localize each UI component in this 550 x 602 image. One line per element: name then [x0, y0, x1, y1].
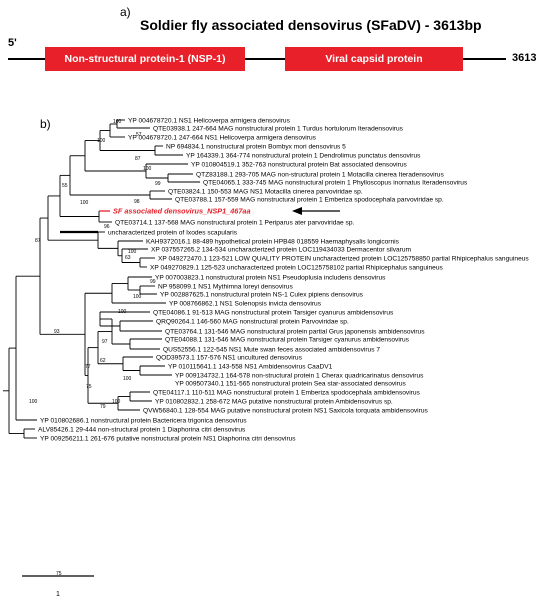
- bootstrap-value: 99: [155, 181, 161, 187]
- bootstrap-value: 100: [133, 294, 142, 300]
- bootstrap-value: 96: [104, 224, 110, 230]
- taxon-label: QTE03938.1 247-664 MAG nonstructural pro…: [153, 126, 404, 133]
- arrow-head-icon: [292, 207, 302, 215]
- tree-branches: [3, 119, 200, 439]
- genome-line: [8, 58, 506, 60]
- bootstrap-value: 87: [35, 238, 41, 244]
- taxon-label: YP 009507340.1 151-565 nonstructural pro…: [175, 381, 407, 388]
- taxon-label: YP 164339.1 364-774 nonstructural protei…: [186, 153, 421, 160]
- taxon-label: YP 010115641.1 143-558 NS1 Ambidensoviru…: [168, 364, 333, 371]
- bootstrap-value: 87: [135, 156, 141, 162]
- nsp1-gene-box: Non-structural protein-1 (NSP-1): [45, 47, 245, 71]
- genome-length-label: 3613: [512, 52, 537, 64]
- taxon-label: KAH9372016.1 88-489 hypothetical protein…: [146, 239, 400, 246]
- bootstrap-value: 100: [112, 399, 121, 405]
- bootstrap-value: 100: [143, 166, 152, 172]
- taxon-label: QTE04117.1 110-511 MAG nonstructural pro…: [153, 390, 421, 397]
- bootstrap-value: 62: [100, 358, 106, 364]
- tree-tip-labels: YP 004678720.1 NS1 Helicoverpa armigera …: [38, 118, 529, 443]
- taxon-label: ALV85426.1 29-444 non-structural protein…: [38, 427, 246, 434]
- five-prime-label: 5': [8, 37, 17, 49]
- taxon-label: YP 002887625.1 nonstructural protein NS-…: [160, 292, 364, 299]
- bootstrap-value: 79: [100, 404, 106, 410]
- genome-title: Soldier fly associated densovirus (SFaDV…: [140, 17, 482, 33]
- taxon-label: QUS52556.1 122-545 NS1 Mute swan feces a…: [163, 347, 380, 354]
- taxon-label: YP 009134732.1 164-578 non-structural pr…: [175, 373, 424, 380]
- taxon-label: YP 007003823.1 nonstructural protein NS1…: [155, 275, 386, 282]
- taxon-label: NP 958099.1 NS1 Mythimna loreyi densovir…: [158, 284, 293, 291]
- taxon-label: QTE03788.1 157-559 MAG nonstructural pro…: [175, 197, 444, 204]
- taxon-label: YP 010804519.1 352-763 nonstructural pro…: [191, 162, 407, 169]
- scale-bar-label: 1: [56, 591, 60, 598]
- panel-b-label: b): [40, 117, 51, 131]
- taxon-label: QOD39573.1 157-576 NS1 uncultured densov…: [156, 355, 303, 362]
- taxon-label: YP 010802686.1 nonstructural protein Bac…: [40, 418, 247, 425]
- taxon-label: QTE04065.1 333-745 MAG nonstructural pro…: [203, 180, 468, 187]
- bootstrap-value: 100: [118, 309, 127, 315]
- taxon-label: QTZ83188.1 293-705 MAG non-structural pr…: [196, 172, 444, 179]
- taxon-label: QTE04086.1 91-513 MAG nonstructural prot…: [153, 310, 394, 317]
- bootstrap-value: 55: [62, 183, 68, 189]
- bootstrap-value: 100: [123, 376, 132, 382]
- bootstrap-value: 100: [97, 138, 106, 144]
- taxon-label: NP 694834.1 nonstructural protein Bombyx…: [166, 144, 346, 151]
- taxon-label: YP 009256211.1 261-676 putative nonstruc…: [40, 436, 296, 443]
- taxon-label: QTE04088.1 131-546 MAG nonstructural pro…: [165, 337, 410, 344]
- taxon-label: XP 049272470.1 123-521 LOW QUALITY PROTE…: [158, 256, 529, 263]
- bootstrap-value: 75: [86, 384, 92, 390]
- panel-a-label: a): [120, 5, 131, 19]
- taxon-label: QTE03764.1 131-546 MAG nonstructural pro…: [165, 329, 425, 336]
- taxon-label: XP 049270829.1 125-523 uncharacterized p…: [150, 265, 443, 272]
- bootstrap-value: 100: [113, 119, 122, 125]
- bootstrap-value: 63: [125, 255, 131, 261]
- taxon-label: QTE03714.1 137-568 MAG nonstructural pro…: [115, 220, 355, 227]
- bootstrap-value: 75: [56, 571, 62, 577]
- capsid-gene-label: Viral capsid protein: [325, 53, 423, 65]
- taxon-label: YP 008766862.1 NS1 Solenopsis invicta de…: [169, 301, 322, 308]
- bootstrap-value: 99: [150, 279, 156, 285]
- bootstrap-value: 93: [54, 329, 60, 335]
- capsid-gene-box: Viral capsid protein: [285, 47, 463, 71]
- bootstrap-value: 100: [29, 399, 38, 405]
- taxon-label: XP 037557265.2 134-534 uncharacterized p…: [151, 247, 412, 254]
- bootstrap-value: 97: [102, 339, 108, 345]
- taxon-label: YP 004678720.1 NS1 Helicoverpa armigera …: [128, 118, 291, 125]
- bootstrap-value: 100: [128, 249, 137, 255]
- bootstrap-value: 98: [134, 199, 140, 205]
- nsp1-gene-label: Non-structural protein-1 (NSP-1): [64, 53, 226, 65]
- bootstrap-value: 100: [80, 200, 89, 206]
- taxon-label: YP 010802832.1 258-672 MAG putative nons…: [155, 399, 393, 406]
- bootstrap-value: 77: [85, 364, 91, 370]
- taxon-label: QTE03824.1 150-553 MAG NS1 Motacilla cin…: [168, 189, 363, 196]
- taxon-label: YP 004678720.1 247-664 NS1 Helicoverpa a…: [128, 135, 317, 142]
- taxon-label: QVW56840.1 128-554 MAG putative nonstruc…: [143, 408, 428, 415]
- tree-annotations: 1: [22, 207, 340, 598]
- bootstrap-value: 57: [136, 132, 142, 138]
- taxon-label: QRQ90264.1 146-560 MAG nonstructural pro…: [156, 319, 349, 326]
- taxon-label: SF associated densovirus_NSP1_467aa: [113, 207, 251, 216]
- taxon-label: uncharacterized protein of Ixodes scapul…: [108, 230, 238, 237]
